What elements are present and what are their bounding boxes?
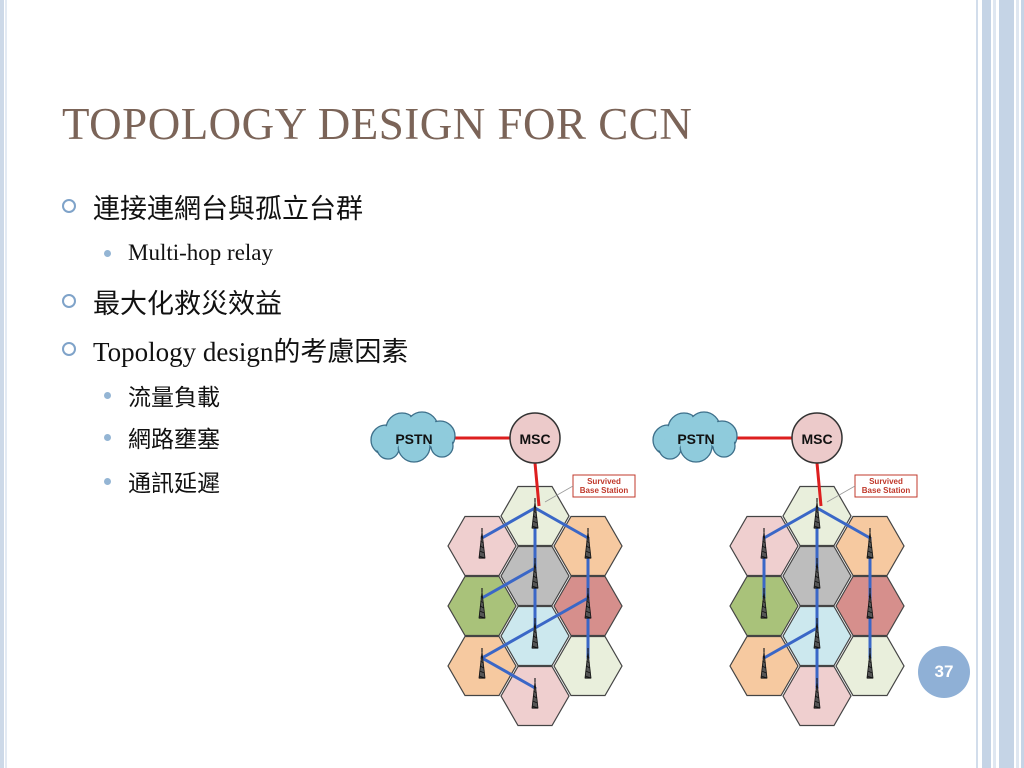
bullet-circle-icon (62, 294, 76, 308)
antenna-tower-icon (584, 528, 592, 559)
pstn-label: PSTN (677, 431, 714, 447)
relay-link (533, 596, 590, 630)
antenna-tower-icon (478, 528, 486, 559)
relay-link (533, 506, 590, 540)
bullet-text: Topology design的考慮因素 (93, 336, 409, 367)
bullet-dot-icon (104, 477, 111, 485)
bullet-circle-icon (62, 342, 76, 356)
pstn-cloud-icon: PSTN (652, 411, 738, 463)
relay-link (480, 656, 537, 690)
antenna-tower-icon (478, 648, 486, 679)
antenna-tower-icon (478, 588, 486, 619)
svg-text:Base Station: Base Station (580, 486, 629, 495)
slide-title: TOPOLOGY DESIGN FOR CCN (62, 99, 693, 149)
svg-text:Survived: Survived (869, 477, 903, 486)
antenna-tower-icon (531, 558, 539, 589)
msc-label: MSC (801, 431, 832, 447)
antenna-tower-icon (584, 648, 592, 679)
pstn-cloud-icon: PSTN (370, 411, 456, 463)
relay-link (762, 506, 819, 540)
msc-node: MSC (509, 412, 561, 464)
bullet-level2: 通訊延遲 (104, 465, 220, 497)
bullet-text: 最大化救災效益 (93, 288, 282, 319)
antenna-tower-icon (531, 618, 539, 649)
bullet-level2: 網路壅塞 (104, 421, 220, 453)
bullet-text: 流量負載 (128, 385, 220, 410)
bullet-level2: 流量負載 (104, 379, 220, 411)
bullet-text: 連接連網台與孤立台群 (93, 193, 363, 224)
svg-text:Base Station: Base Station (862, 486, 911, 495)
antenna-tower-icon (866, 528, 874, 559)
bullet-text: Multi-hop relay (128, 240, 273, 265)
antenna-tower-icon (760, 648, 768, 679)
relay-link (762, 626, 819, 660)
msc-node: MSC (791, 412, 843, 464)
pstn-label: PSTN (395, 431, 432, 447)
antenna-tower-icon (531, 498, 539, 529)
page-number-badge: 37 (918, 646, 970, 698)
antenna-tower-icon (866, 588, 874, 619)
bullet-level1: 最大化救災效益 (62, 281, 282, 321)
antenna-tower-icon (760, 528, 768, 559)
bullet-text: 網路壅塞 (128, 427, 220, 452)
msc-basestation-link (533, 462, 541, 507)
antenna-tower-icon (531, 678, 539, 709)
msc-basestation-link (815, 462, 823, 507)
antenna-tower-icon (813, 678, 821, 709)
bullet-dot-icon (104, 249, 111, 257)
msc-label: MSC (519, 431, 550, 447)
antenna-tower-icon (813, 618, 821, 649)
bullet-dot-icon (104, 391, 111, 399)
bullet-level2: Multi-hop relay (104, 237, 273, 269)
right-border-decoration (976, 0, 1024, 768)
relay-link (480, 506, 537, 540)
bullet-level1: Topology design的考慮因素 (62, 329, 408, 369)
relay-link (815, 506, 872, 540)
antenna-tower-icon (584, 588, 592, 619)
antenna-tower-icon (866, 648, 874, 679)
antenna-tower-icon (760, 588, 768, 619)
antenna-tower-icon (813, 558, 821, 589)
left-border-decoration (0, 0, 7, 768)
svg-text:Survived: Survived (587, 477, 621, 486)
bullet-circle-icon (62, 199, 76, 213)
antenna-tower-icon (813, 498, 821, 529)
bullet-dot-icon (104, 433, 111, 441)
bullet-text: 通訊延遲 (128, 471, 220, 496)
relay-link (480, 566, 537, 600)
relay-link (480, 626, 537, 660)
bullet-level1: 連接連網台與孤立台群 (62, 186, 363, 226)
